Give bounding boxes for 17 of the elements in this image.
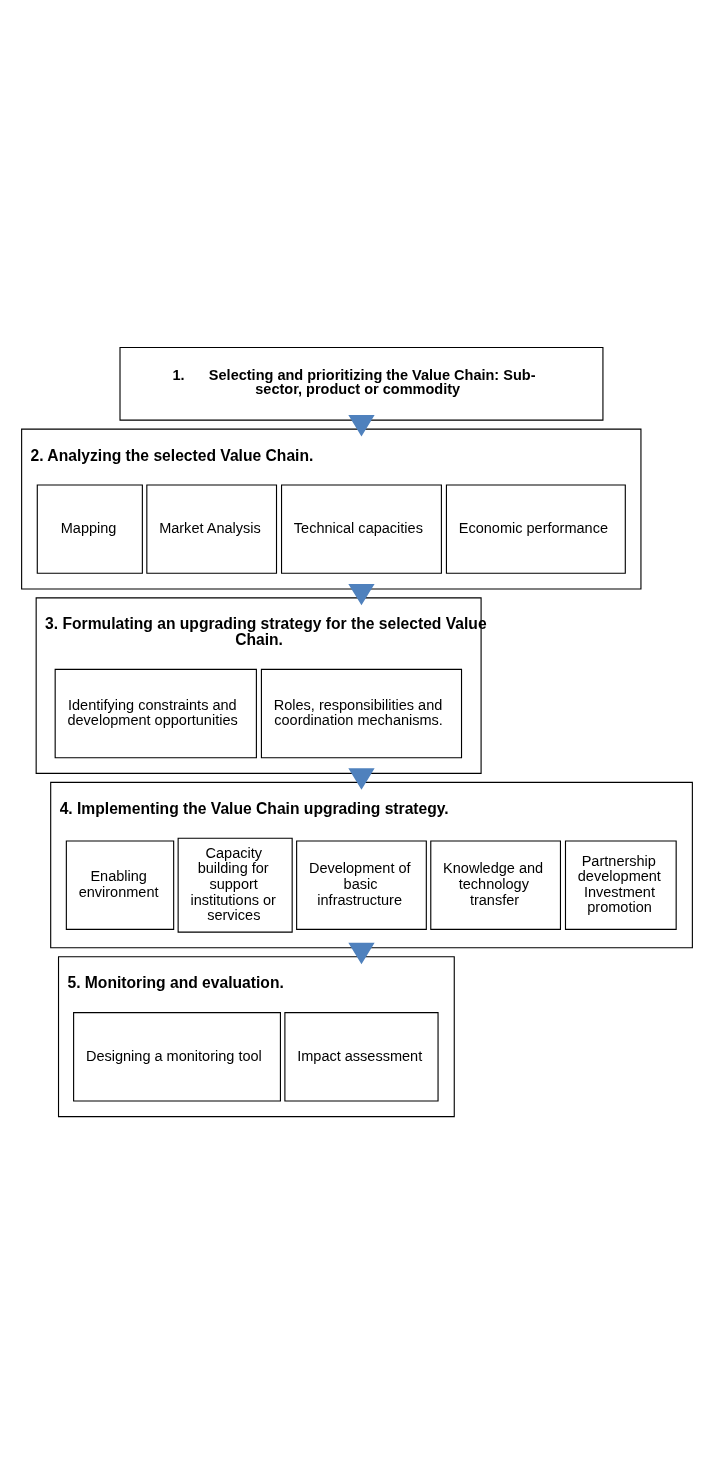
- node-box: Roles, responsibilities and coordination mechanisms.: [260, 668, 463, 759]
- node-box: Capacity building for support institutions or services: [177, 837, 293, 933]
- arrow: [348, 768, 375, 790]
- node-box: Enabling environment: [65, 840, 175, 930]
- node-box: Market Analysis: [146, 484, 278, 574]
- node-box: Identifying constraints and development opportunities: [54, 668, 257, 759]
- arrow: [348, 942, 375, 965]
- node-box: Technical capacities: [281, 484, 442, 574]
- node-box: Designing a monitoring tool: [73, 1012, 281, 1102]
- node-box: Economic performance: [445, 484, 626, 574]
- node-box: Impact assessment: [284, 1012, 439, 1102]
- arrow: [348, 583, 375, 606]
- node-box: Knowledge and technology transfer: [430, 840, 561, 930]
- arrow: [348, 415, 375, 437]
- node-box: Partnership development Investment promotion: [564, 840, 677, 930]
- node-box: Development of basic infrastructure: [296, 840, 427, 930]
- node-box: Mapping: [36, 484, 143, 574]
